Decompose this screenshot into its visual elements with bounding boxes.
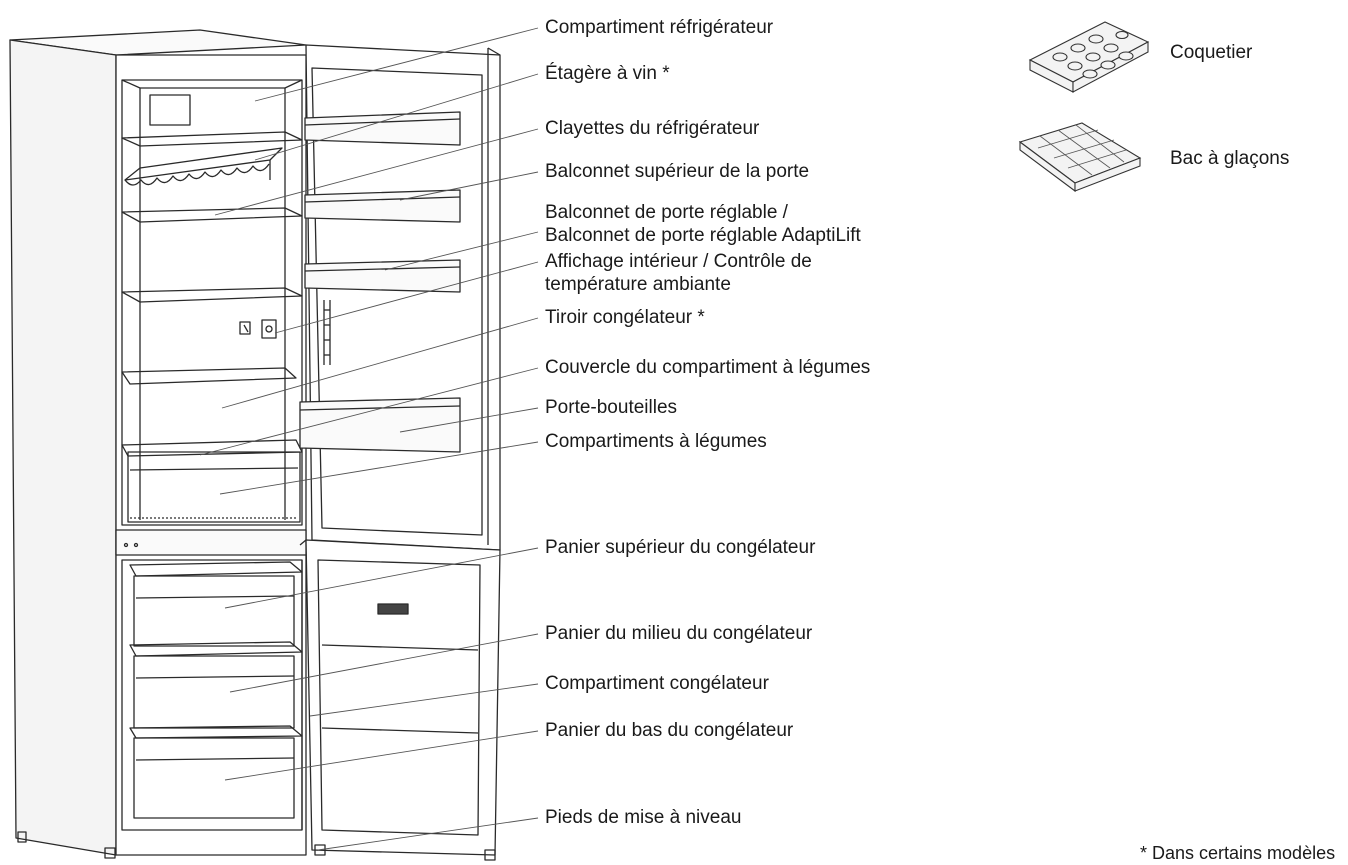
freezer-drawers — [130, 562, 302, 818]
freezer-door — [300, 540, 500, 860]
leader-line — [222, 318, 538, 408]
leader-line — [385, 232, 538, 270]
label-couvercle-legumes: Couvercle du compartiment à légumes — [545, 357, 871, 378]
label-balconnet-reglable: Balconnet de porte réglable / — [545, 202, 788, 223]
leader-line — [255, 74, 538, 160]
label-tiroir-congelateur: Tiroir congélateur * — [545, 307, 705, 328]
label-compartiment-refrigerateur: Compartiment réfrigérateur — [545, 17, 774, 38]
label-temperature-ambiante: température ambiante — [545, 274, 731, 295]
label-panier-superieur: Panier supérieur du congélateur — [545, 537, 816, 558]
leader-line — [225, 548, 538, 608]
label-etagere-a-vin: Étagère à vin * — [545, 63, 670, 84]
label-pieds-mise-a-niveau: Pieds de mise à niveau — [545, 807, 742, 828]
leader-line — [220, 442, 538, 494]
leader-line — [230, 634, 538, 692]
label-clayettes-refrigerateur: Clayettes du réfrigérateur — [545, 118, 760, 139]
leader-line — [200, 368, 538, 455]
leader-lines — [200, 28, 538, 850]
label-panier-milieu: Panier du milieu du congélateur — [545, 623, 813, 644]
leader-line — [400, 408, 538, 432]
label-bac-a-glacons: Bac à glaçons — [1170, 148, 1290, 169]
label-panier-bas: Panier du bas du congélateur — [545, 720, 794, 741]
egg-tray-icon — [1030, 22, 1148, 92]
label-coquetier: Coquetier — [1170, 42, 1253, 63]
leader-line — [225, 731, 538, 780]
leader-line — [400, 172, 538, 200]
label-compartiment-congelateur: Compartiment congélateur — [545, 673, 769, 694]
fridge-door — [300, 45, 500, 550]
ice-tray-icon — [1020, 123, 1140, 191]
crisper-assembly — [122, 368, 302, 522]
leader-line — [310, 684, 538, 716]
footnote: * Dans certains modèles — [1140, 843, 1336, 863]
wine-rack — [125, 148, 282, 185]
fridge-shelves — [122, 132, 302, 302]
leader-line — [318, 818, 538, 850]
label-balconnet-superieur: Balconnet supérieur de la porte — [545, 161, 810, 182]
label-compartiments-legumes: Compartiments à légumes — [545, 431, 767, 452]
fridge-cabinet — [10, 30, 306, 858]
leader-line — [275, 262, 538, 333]
temperature-control — [240, 320, 276, 338]
leader-line — [255, 28, 538, 101]
label-balconnet-adaptilift: Balconnet de porte réglable AdaptiLift — [545, 225, 861, 246]
label-porte-bouteilles: Porte-bouteilles — [545, 397, 678, 418]
leader-line — [215, 129, 538, 215]
label-affichage-interieur: Affichage intérieur / Contrôle de — [545, 251, 812, 272]
